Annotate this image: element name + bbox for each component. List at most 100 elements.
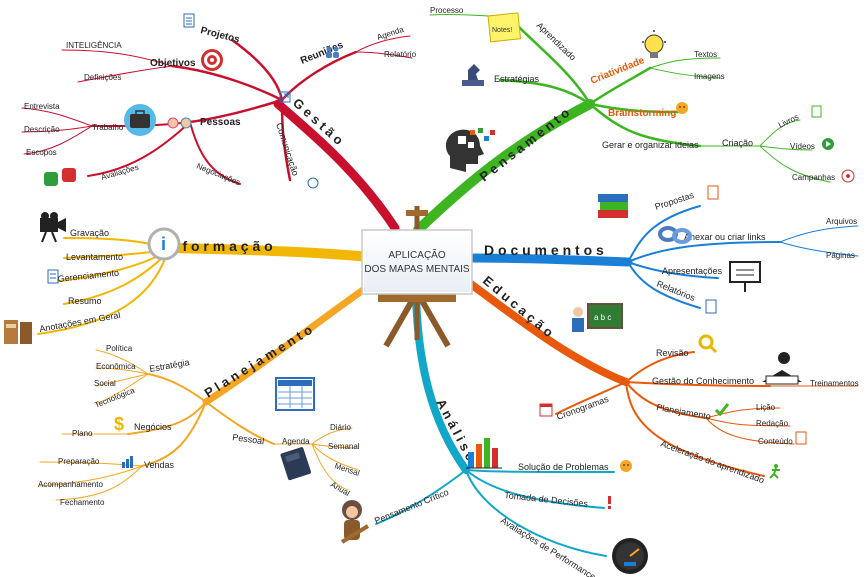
teacher-board-icon: a b c bbox=[572, 303, 623, 332]
label-cronogramas: Cronogramas bbox=[555, 394, 610, 422]
target-icon bbox=[201, 49, 223, 71]
svg-text:i: i bbox=[161, 234, 166, 254]
label-objetivos: Objetivos bbox=[150, 58, 196, 69]
books-stack-icon bbox=[598, 194, 628, 218]
list-doc-icon bbox=[47, 269, 59, 284]
label-videos: Vídeos bbox=[790, 142, 815, 151]
label-paginas: Páginas bbox=[826, 251, 855, 260]
branch-title-pensamento: P e n s a m e n t o bbox=[477, 105, 573, 184]
speech-bubble-icon bbox=[307, 177, 319, 189]
central-title-line2: DOS MAPAS MENTAIS bbox=[364, 264, 470, 275]
label-negocios: Negócios bbox=[134, 422, 172, 432]
calendar-icon bbox=[539, 403, 553, 417]
label-aceleracao: Aceleração do aprendizado bbox=[659, 438, 765, 485]
branch-planejamento bbox=[39, 284, 370, 501]
label-processo: Processo bbox=[430, 6, 464, 15]
branch-title-documentos: D o c u m e n t o s bbox=[484, 242, 604, 258]
branch-title-educacao: E d u c a ç ã o bbox=[480, 273, 556, 340]
branch-analise bbox=[375, 292, 615, 557]
svg-text:a b c: a b c bbox=[594, 313, 611, 322]
speedometer-icon bbox=[612, 538, 648, 574]
label-tomada: Tomada de Decisões bbox=[504, 490, 589, 509]
central-easel bbox=[378, 206, 456, 348]
label-acompanhamento: Acompanhamento bbox=[38, 480, 103, 489]
label-licao: Lição bbox=[756, 403, 776, 412]
mini-bars-icon bbox=[122, 456, 133, 468]
label-livros: Livros bbox=[777, 112, 800, 129]
label-imagens: Imagens bbox=[694, 72, 725, 81]
label-estrategia: Estratégia bbox=[149, 357, 191, 374]
branch-educacao bbox=[464, 278, 859, 477]
label-politica: Política bbox=[106, 344, 133, 353]
book-icon bbox=[811, 105, 822, 118]
central-title-line1: APLICAÇÃO bbox=[388, 248, 445, 261]
label-pessoal: Pessoal bbox=[232, 432, 265, 446]
presentation-icon bbox=[729, 261, 761, 292]
label-gerar: Gerar e organizar ideias bbox=[602, 140, 699, 150]
analise-labels: Solução de Problemas Tomada de Decisões … bbox=[373, 462, 609, 577]
label-aprendizado: Aprendizado bbox=[535, 20, 578, 62]
chess-knight-icon bbox=[462, 64, 484, 86]
doc-orange-icon bbox=[707, 185, 719, 200]
label-notes: Notes! bbox=[492, 27, 512, 34]
people-icon bbox=[326, 46, 339, 58]
label-entrevista: Entrevista bbox=[24, 102, 60, 111]
label-campanhas: Campanhas bbox=[792, 173, 835, 182]
label-levantamento: Levantamento bbox=[66, 252, 123, 262]
broadcast-icon bbox=[841, 169, 855, 183]
label-mensal: Mensal bbox=[333, 461, 361, 478]
dollar-icon: $ bbox=[114, 414, 124, 434]
planejamento-labels: Estratégia Política Econômica Social Tec… bbox=[38, 344, 361, 507]
label-semanal: Semanal bbox=[328, 442, 360, 451]
label-anexar: Anexar ou criar links bbox=[684, 232, 766, 242]
label-gerenciamento: Gerenciamento bbox=[57, 268, 119, 284]
branch-title-informacao: n f o r m a ç ã o bbox=[170, 238, 273, 254]
label-arquivos: Arquivos bbox=[826, 217, 857, 226]
doc-blue-icon bbox=[705, 299, 717, 314]
lightbulb-icon bbox=[642, 30, 666, 58]
label-revisao: Revisão bbox=[656, 348, 689, 358]
play-icon bbox=[822, 138, 834, 150]
label-apresentacoes: Apresentações bbox=[662, 266, 723, 276]
label-vendas: Vendas bbox=[144, 460, 175, 470]
label-inteligencia: INTELIGÊNCIA bbox=[66, 41, 122, 50]
sticky-note-icon: Notes! bbox=[487, 12, 522, 43]
label-avaliacoes-perf: Avaliações de Performance bbox=[499, 515, 598, 577]
central-topic: APLICAÇÃO DOS MAPAS MENTAIS bbox=[361, 229, 473, 295]
label-gestao-conhecimento: Gestão do Conhecimento bbox=[652, 376, 754, 386]
briefcase-icon bbox=[124, 104, 156, 136]
label-brainstorming: Brainstorming bbox=[608, 108, 676, 119]
svg-text:$: $ bbox=[114, 414, 124, 434]
label-tecnologica: Tecnológica bbox=[93, 385, 136, 409]
label-negociacoes: Negociações bbox=[195, 162, 241, 188]
label-agenda-plan: Agenda bbox=[282, 437, 310, 446]
label-descricao: Descrição bbox=[24, 125, 60, 134]
label-escopos: Escopos bbox=[26, 148, 57, 157]
doc-orange-small-icon bbox=[795, 431, 807, 445]
label-conteudo: Conteúdo bbox=[758, 437, 793, 446]
label-anotacoes: Anotações em Geral bbox=[39, 310, 122, 334]
label-projetos: Projetos bbox=[199, 25, 241, 45]
info-icon: i bbox=[147, 227, 181, 261]
branch-pensamento bbox=[413, 14, 831, 235]
label-preparacao: Preparação bbox=[58, 457, 100, 466]
label-redacao: Redação bbox=[756, 419, 789, 428]
label-resumo: Resumo bbox=[68, 296, 102, 306]
spreadsheet-icon bbox=[275, 377, 315, 411]
label-relatorio: Relatório bbox=[384, 50, 417, 59]
label-criatividade: Criatividade bbox=[589, 55, 647, 87]
label-social: Social bbox=[94, 379, 116, 388]
label-treinamentos: Treinamentos bbox=[810, 379, 859, 388]
magnifier-icon bbox=[698, 334, 718, 354]
notebook-icon bbox=[4, 320, 32, 344]
label-estrategias: Estratégias bbox=[494, 74, 540, 84]
label-solucao: Solução de Problemas bbox=[518, 462, 609, 472]
label-planejamento-edu: Planejamento bbox=[656, 402, 712, 421]
label-pensamento-critico: Pensamento Crítico bbox=[373, 487, 450, 526]
faces-icon bbox=[167, 117, 192, 129]
label-gravacao: Gravação bbox=[70, 228, 109, 238]
label-anual: Anual bbox=[329, 480, 351, 498]
chain-link-icon bbox=[658, 226, 692, 244]
thumbs-up-down-icon bbox=[44, 168, 76, 186]
